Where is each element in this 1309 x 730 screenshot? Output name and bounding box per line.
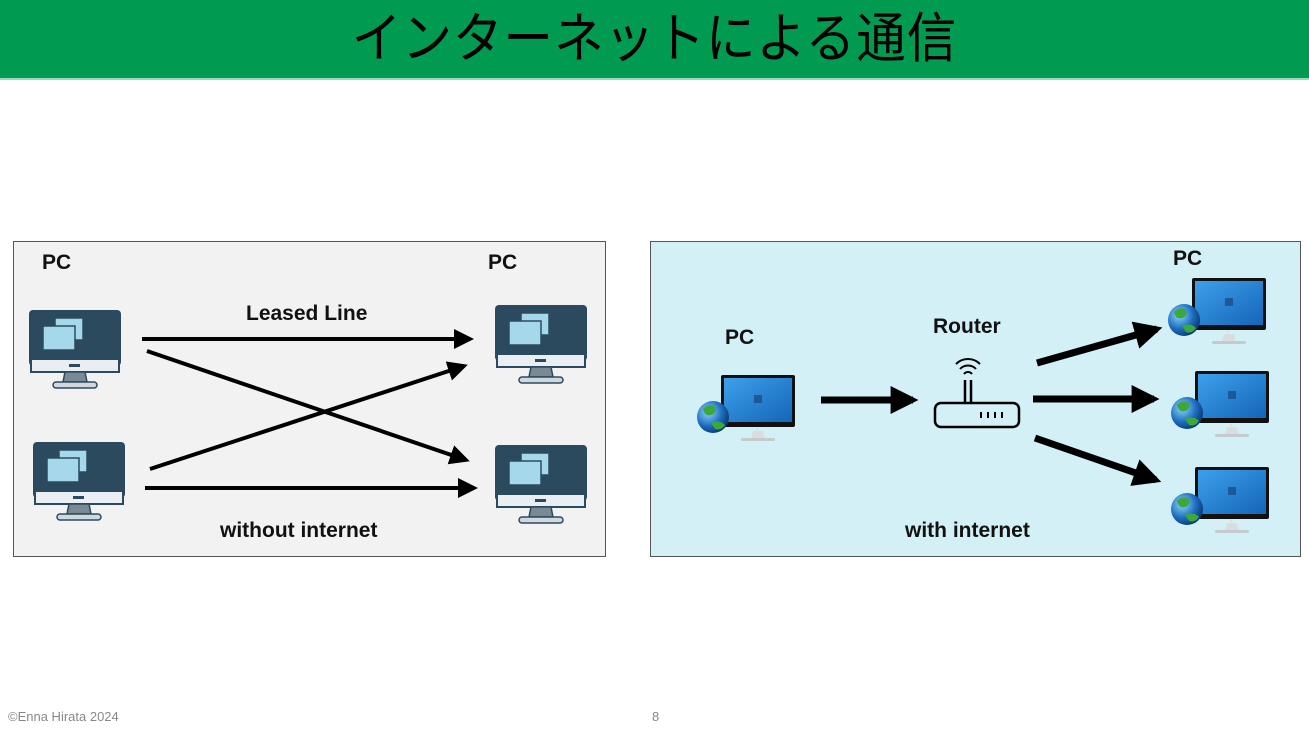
copyright: ©Enna Hirata 2024	[8, 709, 119, 724]
arrow-router-to-pc-bottom	[1033, 434, 1162, 486]
slide-title: インターネットによる通信	[351, 7, 958, 70]
desktop-monitor-icon	[494, 304, 588, 384]
leased-line-diagram	[28, 304, 588, 524]
arrow-top-to-bottom	[146, 349, 470, 465]
without-internet-panel: PC PC Leased Line without internet	[13, 241, 606, 557]
with-internet-panel: PC Router PC with internet	[650, 241, 1301, 557]
router-label: Router	[933, 315, 1001, 338]
leased-line-label: Leased Line	[246, 302, 368, 325]
without-internet-caption: without internet	[220, 519, 378, 542]
target-pc-globe-monitor-icon	[1171, 371, 1269, 437]
desktop-monitor-icon	[32, 441, 126, 521]
pc-label-targets: PC	[1173, 247, 1203, 270]
target-pc-globe-monitor-icon	[1168, 278, 1266, 344]
wifi-router-icon	[933, 358, 1021, 429]
pc-label-left: PC	[42, 251, 72, 274]
arrow-bottom-to-top	[149, 361, 468, 471]
title-bar: インターネットによる通信	[0, 0, 1309, 80]
pc-label-right: PC	[488, 251, 518, 274]
internet-diagram	[697, 278, 1269, 533]
pc-label-source: PC	[725, 326, 755, 349]
desktop-monitor-icon	[28, 309, 122, 389]
page-number: 8	[652, 709, 660, 724]
source-pc-globe-monitor-icon	[697, 375, 795, 441]
arrow-router-to-pc-top	[1036, 321, 1163, 367]
with-internet-caption: with internet	[905, 519, 1030, 542]
target-pc-globe-monitor-icon	[1171, 467, 1269, 533]
desktop-monitor-icon	[494, 444, 588, 524]
